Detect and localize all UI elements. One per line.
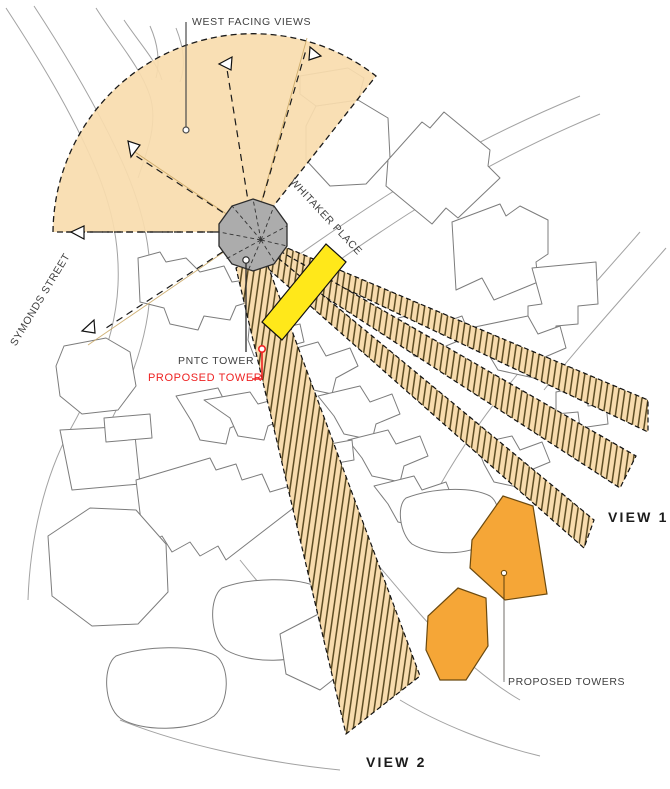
- pntc-tower-radials: [218, 198, 288, 272]
- view-ray-nne: [252, 49, 307, 233]
- leader-dot-proposed-towers: [500, 569, 508, 577]
- leader-dot-pntc-tower: [242, 256, 250, 264]
- leader-lines: [182, 22, 508, 682]
- arrowhead-west: [69, 225, 85, 241]
- view-cone-2: [235, 249, 421, 736]
- label-view-1: VIEW 1: [608, 509, 669, 525]
- arrowhead-wsw: [80, 318, 96, 334]
- label-west-facing-views: WEST FACING VIEWS: [192, 16, 312, 28]
- proposed-tower-south: [425, 587, 489, 681]
- leader-dot-west-facing-views: [182, 126, 190, 134]
- highlight-band-strip: [261, 243, 347, 341]
- arrowhead-nnw: [217, 55, 233, 71]
- highlight-band: [261, 243, 347, 341]
- label-view-2: VIEW 2: [366, 754, 427, 770]
- proposed-tower-north: [469, 495, 548, 601]
- west-facing-view-fan: [52, 33, 377, 346]
- view-fan-sector: [52, 33, 377, 233]
- proposed-towers: [425, 495, 548, 681]
- leader-dot-proposed-tower: [257, 344, 266, 353]
- label-proposed-towers: PROPOSED TOWERS: [508, 676, 626, 688]
- pntc-tower-footprint: [218, 198, 288, 272]
- label-proposed-tower: PROPOSED TOWER: [148, 372, 263, 384]
- leader-proposed-tower: [252, 352, 263, 380]
- arrowhead-nne: [308, 45, 323, 61]
- view-fan-arrowheads: [69, 45, 323, 334]
- label-pntc-tower: PNTC TOWER: [178, 355, 255, 367]
- arrowhead-wnw: [127, 140, 141, 159]
